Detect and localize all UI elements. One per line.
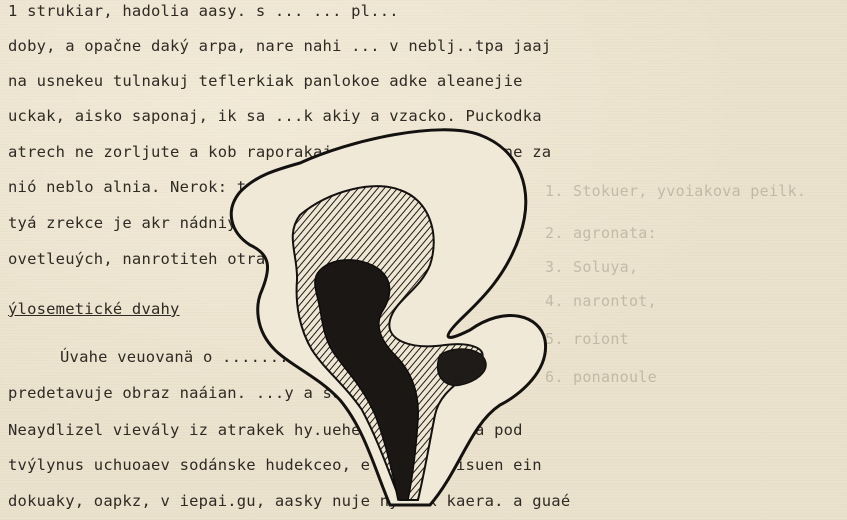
- scanned-page: 1. Stokuer, yvoiakova peilk. 2. agronata…: [0, 0, 847, 520]
- tooth-illustration: [0, 0, 847, 520]
